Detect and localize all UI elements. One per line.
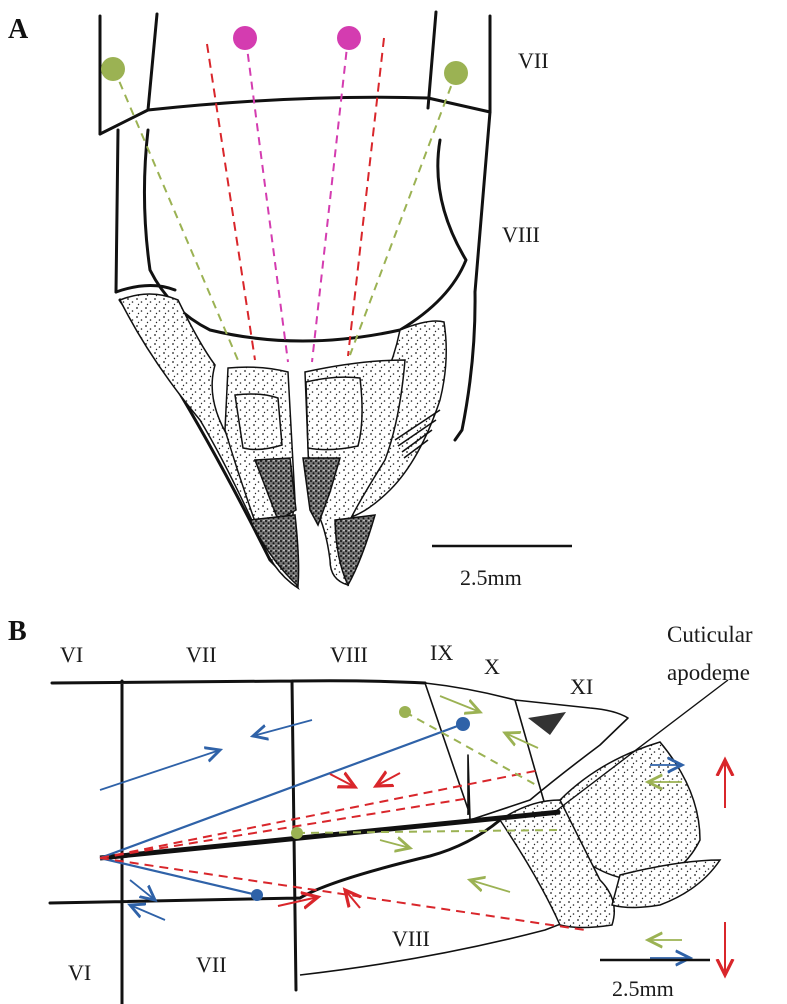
blue-arrow-2 (253, 720, 312, 736)
attachment-dot-green-right (444, 61, 468, 85)
green-arrow-1 (440, 696, 480, 712)
left-dark-tip (250, 515, 299, 586)
callout-line-2: apodeme (667, 660, 750, 685)
green-arrow-2 (505, 733, 538, 748)
muscle-line-red-right (348, 38, 384, 356)
attachment-dot-magenta-left (233, 26, 257, 50)
red-arrow-2 (376, 773, 400, 786)
green-muscle-upper (405, 712, 536, 785)
muscle-line-magenta-left (246, 40, 288, 362)
panel-b-segment-viii-label: VIII (330, 642, 368, 667)
blue-arrow-3 (130, 880, 155, 900)
blue-arrow-4 (130, 905, 165, 920)
blue-muscle-lower (100, 858, 257, 895)
red-muscle-upper (100, 770, 540, 858)
cuticular-apodeme (100, 812, 560, 858)
muscle-line-green-right (350, 73, 456, 355)
panel-b-bottom-viii-label: VIII (392, 926, 430, 951)
red-arrow-1 (330, 774, 355, 787)
panel-a-label: A (8, 14, 29, 45)
segment-boundary-vii-viii (100, 97, 490, 134)
right-inner-plate (306, 377, 362, 450)
panel-a-segment-vii-label: VII (518, 48, 549, 73)
panel-b-bottom-vi-label: VI (68, 960, 91, 985)
segment-vii-outline (100, 12, 490, 134)
attachment-dot-magenta-right (337, 26, 361, 50)
muscle-line-magenta-right (312, 38, 348, 362)
panel-b-segment-x-label: X (484, 654, 500, 679)
green-attachment-lower (291, 827, 303, 839)
blue-attachment-upper (456, 717, 470, 731)
panel-b-bottom-vii-label: VII (196, 952, 227, 977)
blue-attachment-lower (251, 889, 263, 901)
green-arrow-3 (380, 840, 410, 848)
red-arrow-4 (345, 890, 360, 908)
panel-b-label: B (8, 616, 27, 647)
red-muscle-lower (100, 858, 585, 930)
left-inner-plate (235, 394, 282, 449)
blue-arrow-1 (100, 750, 220, 790)
panel-b: B VI VII VIII IX X XI Cuticular apodeme (8, 616, 753, 1004)
panel-b-segment-vii-label: VII (186, 642, 217, 667)
attachment-dot-green-left (101, 57, 125, 81)
panel-b-scale-label: 2.5mm (612, 976, 674, 1001)
apodeme-tip (528, 712, 566, 735)
green-attachment-upper (399, 706, 411, 718)
panel-a-segment-viii-label: VIII (502, 222, 540, 247)
panel-a: A 2.5mm (8, 12, 572, 590)
panel-a-scale-label: 2.5mm (460, 565, 522, 590)
green-arrow-4 (470, 880, 510, 892)
panel-b-segment-vi-label: VI (60, 642, 83, 667)
panel-b-segment-ix-label: IX (430, 640, 453, 665)
panel-b-segment-xi-label: XI (570, 674, 593, 699)
muscle-line-red-left (207, 44, 255, 360)
callout-line-1: Cuticular (667, 622, 753, 647)
